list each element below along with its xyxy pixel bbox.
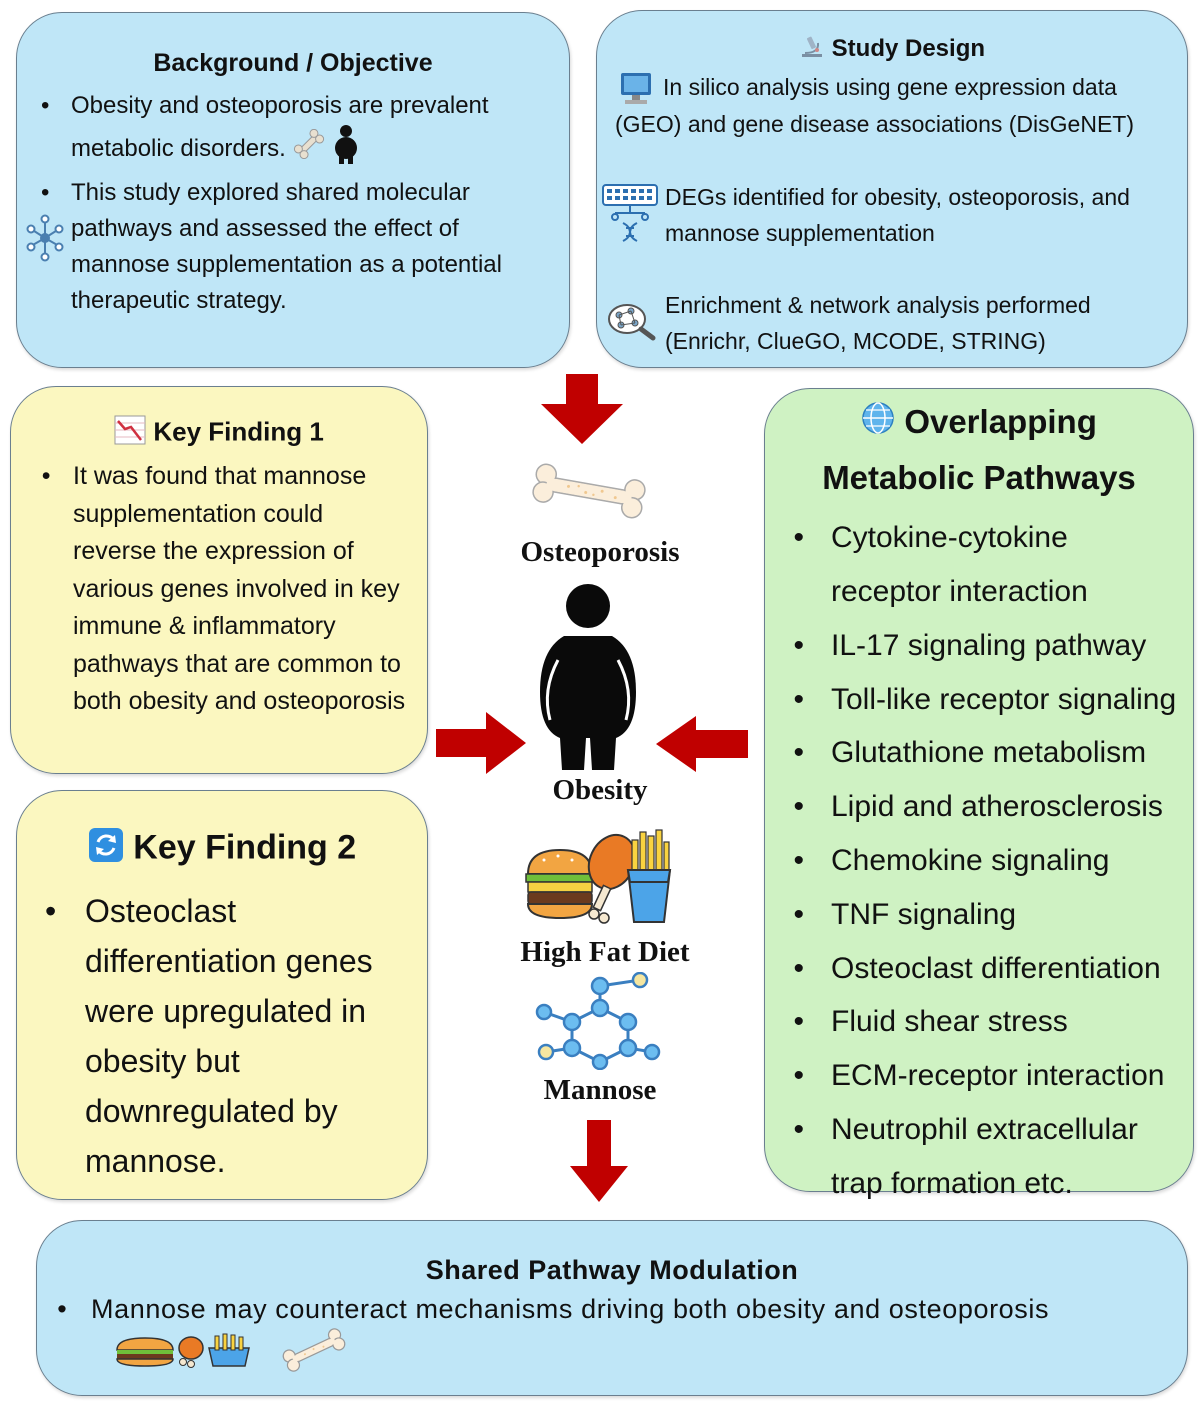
bone-icon [292, 128, 326, 170]
pathway-item: Chemokine signaling [794, 834, 1177, 888]
key-finding-2-item: Osteoclast differentiation genes were up… [45, 886, 397, 1186]
shared-item-text: Mannose may counteract mechanisms drivin… [91, 1294, 1050, 1324]
background-list: Obesity and osteoporosis are prevalent m… [41, 88, 545, 319]
background-objective-title: Background / Objective [153, 49, 433, 77]
study-item-2-text: DEGs identified for obesity, osteoporosi… [665, 184, 1130, 246]
background-item-1-text: Obesity and osteoporosis are prevalent m… [71, 92, 489, 162]
study-design-title-text: Study Design [831, 34, 986, 62]
bone-small-icon [279, 1328, 349, 1382]
pathways-list: Cytokine-cytokine receptor interaction I… [794, 511, 1177, 1211]
background-objective-box: Background / Objective Obesity and osteo… [16, 12, 570, 368]
key-finding-1-title-text: Key Finding 1 [153, 416, 324, 447]
bone-illustration [528, 460, 650, 527]
pathway-item: IL-17 signaling pathway [794, 619, 1177, 673]
arrow-right-to-center [436, 712, 526, 774]
pathway-item: Toll-like receptor signaling [794, 673, 1177, 727]
study-design-box: Study Design In silico analysis using ge… [596, 10, 1188, 368]
obese-person-icon [333, 124, 359, 175]
pathway-item: Lipid and atherosclerosis [794, 780, 1177, 834]
obese-person-illustration [536, 580, 640, 775]
declining-chart-icon [114, 415, 146, 452]
high-fat-diet-label: High Fat Diet [520, 936, 690, 968]
study-item-3-text: Enrichment & network analysis performed … [665, 292, 1091, 354]
pathways-title: Overlapping Metabolic Pathways [765, 395, 1193, 505]
shared-modulation-title: Shared Pathway Modulation [425, 1255, 799, 1285]
shared-item: Mannose may counteract mechanisms drivin… [57, 1290, 1107, 1382]
pathway-item: TNF signaling [794, 888, 1177, 942]
study-item-3: Enrichment & network analysis performed … [608, 287, 1165, 359]
key-finding-1-title: Key Finding 1 [11, 415, 427, 452]
mannose-molecule-illustration [532, 971, 666, 1075]
dna-data-icon [601, 183, 659, 255]
key-finding-2-list: Osteoclast differentiation genes were up… [45, 886, 397, 1186]
pathway-item: ECM-receptor interaction [794, 1049, 1177, 1103]
arrow-down-top [541, 374, 623, 444]
pathways-title-text: Overlapping Metabolic Pathways [822, 403, 1136, 497]
microscope-icon [799, 33, 825, 66]
key-finding-2-box: Key Finding 2 Osteoclast differentiation… [16, 790, 428, 1200]
pathway-item: Fluid shear stress [794, 995, 1177, 1049]
study-design-title: Study Design [597, 33, 1187, 66]
study-item-1-text: In silico analysis using gene expression… [615, 74, 1134, 137]
obesity-label: Obesity [552, 774, 648, 806]
pathway-item: Glutathione metabolism [794, 726, 1177, 780]
fast-food-icon [115, 1332, 251, 1378]
key-finding-2-title-text: Key Finding 2 [133, 828, 357, 867]
key-finding-1-list: It was found that mannose supplementatio… [42, 458, 407, 721]
pathway-item: Neutrophil extracellular trap formation … [794, 1103, 1177, 1211]
pathway-item: Osteoclast differentiation [794, 942, 1177, 996]
background-item-2: This study explored shared molecular pat… [41, 175, 545, 319]
key-finding-1-item: It was found that mannose supplementatio… [42, 458, 407, 721]
pathway-item: Cytokine-cytokine receptor interaction [794, 511, 1177, 619]
pathways-box: Overlapping Metabolic Pathways Cytokine-… [764, 388, 1194, 1200]
key-finding-1-box: Key Finding 1 It was found that mannose … [10, 386, 428, 774]
background-item-1: Obesity and osteoporosis are prevalent m… [41, 88, 545, 175]
osteoporosis-label: Osteoporosis [520, 536, 680, 568]
fast-food-illustration [524, 826, 674, 931]
study-item-1: In silico analysis using gene expression… [615, 69, 1175, 143]
shared-list: Mannose may counteract mechanisms drivin… [57, 1290, 1107, 1382]
computer-icon [619, 71, 653, 118]
key-finding-2-title: Key Finding 2 [17, 827, 427, 872]
mannose-label: Mannose [543, 1074, 657, 1106]
study-item-2: DEGs identified for obesity, osteoporosi… [602, 179, 1165, 251]
refresh-icon [88, 827, 124, 872]
arrow-left-to-center [656, 716, 748, 772]
arrow-down-bottom [570, 1120, 628, 1202]
molecule-network-icon [25, 213, 65, 268]
globe-icon [861, 397, 895, 451]
network-magnifier-icon [605, 301, 657, 351]
shared-modulation-box: Shared Pathway Modulation Mannose may co… [36, 1220, 1188, 1396]
